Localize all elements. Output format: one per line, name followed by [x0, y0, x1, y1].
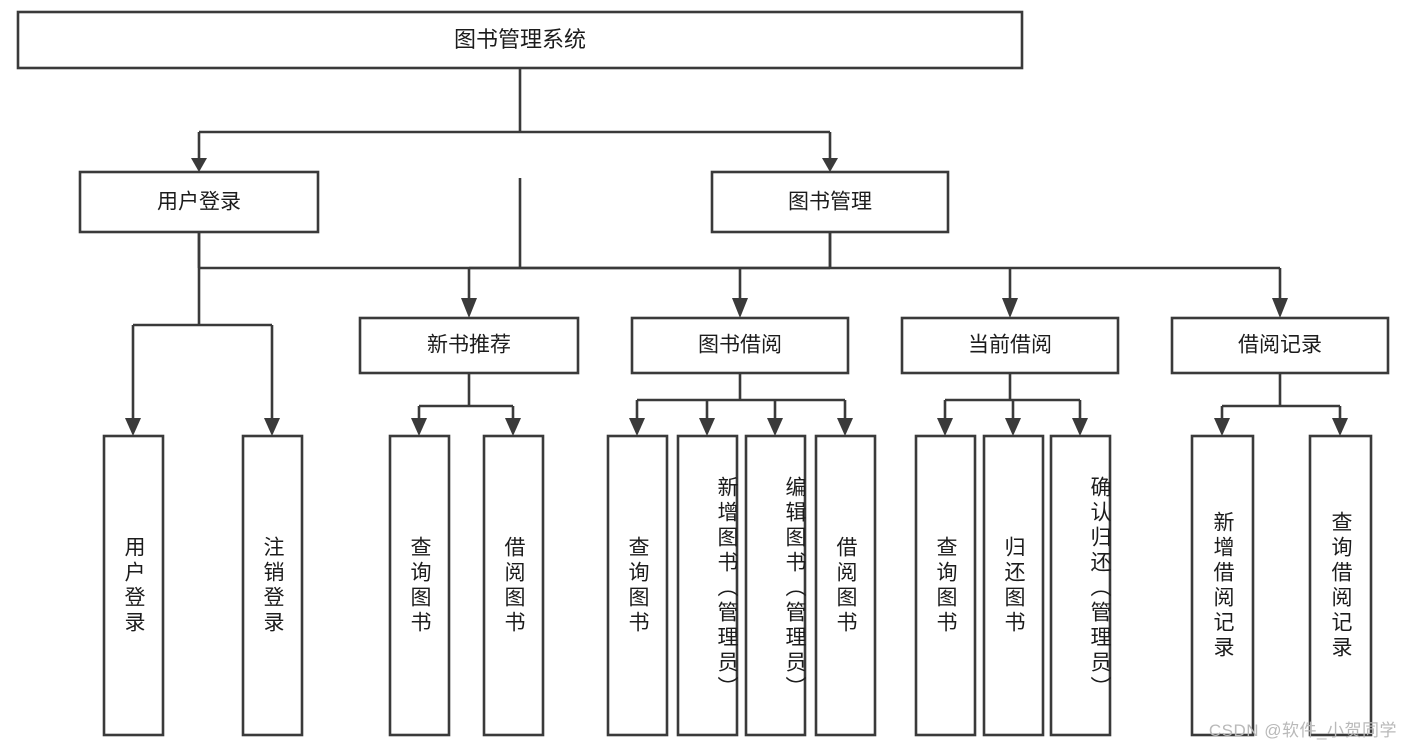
- csdn-watermark: CSDN @软件_小贺同学: [1208, 721, 1397, 740]
- node-new-book-recommend-box[interactable]: [358, 316, 580, 375]
- leaf-box-bb-2[interactable]: [676, 434, 739, 737]
- node-user-login-label: 用户登录: [157, 191, 241, 214]
- arrow-leaf-br-1: [1214, 418, 1230, 436]
- arrow-leaf-bb-4: [837, 418, 853, 436]
- arrow-current-borrow: [1002, 298, 1018, 318]
- node-borrow-record-box[interactable]: [1170, 316, 1390, 375]
- node-new-book-recommend-label: 新书推荐: [427, 334, 511, 357]
- arrow-book-borrow: [732, 298, 748, 318]
- node-book-manage-label: 图书管理: [788, 191, 872, 214]
- arrow-leaf-cb-3: [1072, 418, 1088, 436]
- arrow-leaf-bb-2: [699, 418, 715, 436]
- node-new-book-recommend[interactable]: 新书推荐: [358, 316, 580, 375]
- node-book-borrow[interactable]: 图书借阅: [630, 316, 850, 375]
- node-book-borrow-label: 图书借阅: [698, 334, 782, 357]
- node-borrow-record[interactable]: 借阅记录: [1170, 316, 1390, 375]
- leaf-box-cb-3[interactable]: [1049, 434, 1112, 737]
- node-borrow-record-label: 借阅记录: [1238, 334, 1322, 357]
- node-book-borrow-box[interactable]: [630, 316, 850, 375]
- node-root-label: 图书管理系统: [454, 27, 586, 52]
- leaf-box-cb-2[interactable]: [982, 434, 1045, 737]
- leaf-box-nbr-1[interactable]: [388, 434, 451, 737]
- node-current-borrow[interactable]: 当前借阅: [900, 316, 1120, 375]
- leaf-box-br-1[interactable]: [1190, 434, 1255, 737]
- leaf-boxes: [102, 434, 1373, 737]
- arrow-book-manage: [822, 158, 838, 172]
- arrow-leaf-nbr-2: [505, 418, 521, 436]
- arrow-leaf-user-login-1: [125, 418, 141, 436]
- node-current-borrow-label: 当前借阅: [968, 334, 1052, 357]
- node-current-borrow-box[interactable]: [900, 316, 1120, 375]
- arrow-leaf-bb-1: [629, 418, 645, 436]
- arrow-leaf-cb-2: [1005, 418, 1021, 436]
- node-book-manage-box[interactable]: [710, 170, 950, 234]
- leaf-box-bb-1[interactable]: [606, 434, 669, 737]
- node-book-manage[interactable]: 图书管理: [710, 170, 950, 234]
- arrow-new-book-recommend: [461, 298, 477, 318]
- leaf-box-bb-4[interactable]: [814, 434, 877, 737]
- arrow-leaf-cb-1: [937, 418, 953, 436]
- node-root[interactable]: 图书管理系统: [16, 10, 1024, 70]
- arrow-leaf-nbr-1: [411, 418, 427, 436]
- arrow-user-login: [191, 158, 207, 172]
- canvas-mask-upper: [0, 68, 1405, 178]
- node-user-login[interactable]: 用户登录: [78, 170, 320, 234]
- leaf-box-nbr-2[interactable]: [482, 434, 545, 737]
- leaf-box-cb-1[interactable]: [914, 434, 977, 737]
- leaf-box-br-2[interactable]: [1308, 434, 1373, 737]
- arrow-borrow-record: [1272, 298, 1288, 318]
- leaf-box-user-login-2[interactable]: [241, 434, 304, 737]
- arrow-leaf-bb-3: [767, 418, 783, 436]
- leaf-box-bb-3[interactable]: [744, 434, 807, 737]
- arrow-leaf-user-login-2: [264, 418, 280, 436]
- node-user-login-box[interactable]: [78, 170, 320, 234]
- arrow-leaf-br-2: [1332, 418, 1348, 436]
- node-root-box[interactable]: [16, 10, 1024, 70]
- connector-layer-main: [0, 68, 1405, 436]
- leaf-box-user-login-1[interactable]: [102, 434, 165, 737]
